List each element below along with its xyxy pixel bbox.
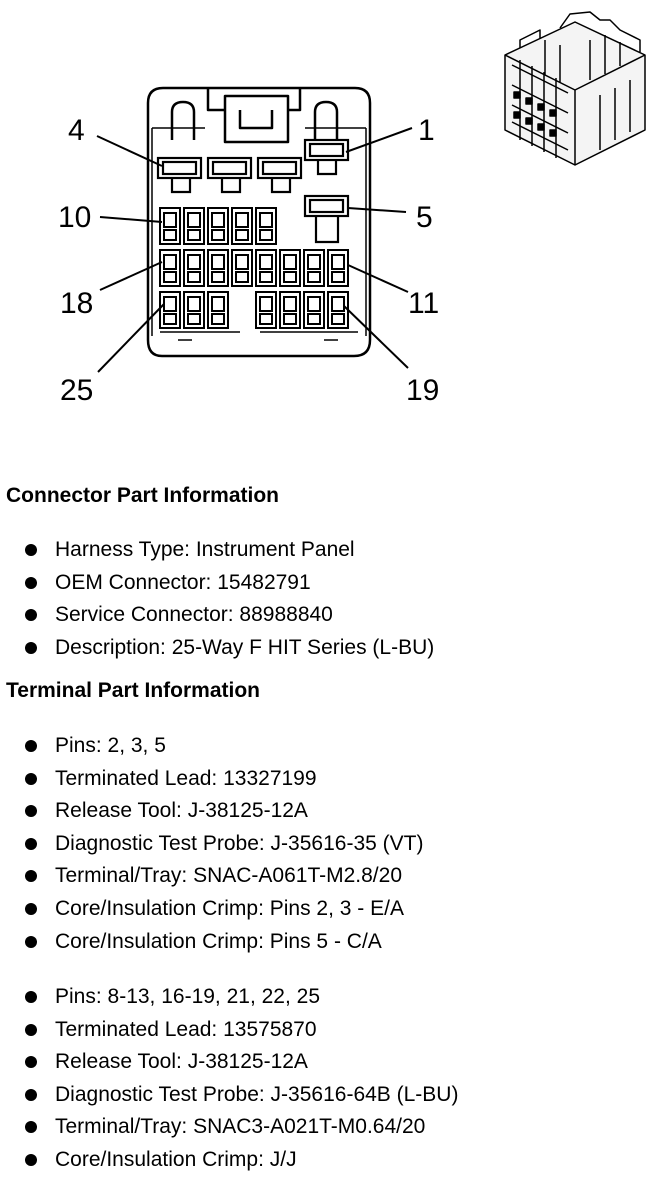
leader-25 [97,303,165,373]
connector-latch [206,88,302,144]
terminal-cavity [207,249,229,287]
pin-label-11: 11 [408,287,439,320]
connector-diagram: 4 1 10 5 18 11 25 19 [58,11,646,407]
list-item: Release Tool: J-38125-12A [0,795,423,828]
left-top-slot [170,100,196,140]
terminal-cavity [303,249,325,287]
pin-label-19: 19 [406,374,439,407]
terminal-cavity [279,249,301,287]
terminal-cavity [327,291,349,329]
connector-body [146,86,372,358]
terminal-cavity [159,291,181,329]
connector-3d-view [504,11,646,166]
right-top-slot [313,100,339,140]
list-item: Terminal/Tray: SNAC3-A021T-M0.64/20 [0,1111,458,1144]
cavity-1 [303,138,350,176]
pin-label-5: 5 [416,201,433,234]
pin-label-18: 18 [60,287,93,320]
cavity-4 [156,156,203,194]
leader-4 [96,135,163,167]
bullet-icon [25,1088,37,1101]
terminal-cavity [183,207,205,245]
terminal-cavity [183,249,205,287]
cavity-5 [303,194,350,244]
terminal-cavity [255,249,277,287]
bullet-icon [25,991,37,1003]
bullet-icon [25,544,37,556]
terminal-cavity [207,207,229,245]
terminal-info-list-1: Pins: 2, 3, 5 Terminated Lead: 13327199 … [0,730,423,958]
bullet-icon [25,1056,37,1069]
list-item: Terminated Lead: 13575870 [0,1014,458,1047]
leader-18 [99,261,163,291]
terminal-cavity [183,291,205,329]
bullet-icon [25,935,37,948]
list-item: Core/Insulation Crimp: Pins 5 - C/A [0,926,423,959]
bullet-icon [25,740,37,752]
bullet-icon [25,1121,37,1134]
list-item: Diagnostic Test Probe: J-35616-64B (L-BU… [0,1079,458,1112]
list-item: OEM Connector: 15482791 [0,567,434,600]
terminal-cavity [159,207,181,245]
list-item: Terminated Lead: 13327199 [0,763,423,796]
leader-1 [345,127,413,153]
leader-5 [347,207,407,213]
connector-inner-outline [151,127,367,336]
terminal-cavity [327,249,349,287]
cavity-2 [256,156,303,194]
cavity-3 [206,156,253,194]
bullet-icon [25,1153,37,1166]
list-item: Service Connector: 88988840 [0,599,434,632]
terminal-cavity [159,249,181,287]
pin-label-10: 10 [58,201,91,234]
leader-10 [99,216,163,223]
bullet-icon [25,641,37,654]
leader-11 [347,264,409,293]
terminal-cavity [231,249,253,287]
bullet-icon [25,576,37,589]
pin-label-1: 1 [418,114,435,147]
bullet-icon [25,1023,37,1036]
terminal-info-list-2: Pins: 8-13, 16-19, 21, 22, 25 Terminated… [0,981,458,1177]
bullet-icon [25,609,37,622]
list-item: Terminal/Tray: SNAC-A061T-M2.8/20 [0,860,423,893]
bullet-icon [25,837,37,850]
terminal-cavity [303,291,325,329]
list-item: Diagnostic Test Probe: J-35616-35 (VT) [0,828,423,861]
terminal-info-title: Terminal Part Information [6,679,260,702]
leader-19 [343,305,409,369]
list-item: Pins: 8-13, 16-19, 21, 22, 25 [0,981,458,1014]
connector-info-list: Harness Type: Instrument Panel OEM Conne… [0,534,434,664]
list-item: Core/Insulation Crimp: J/J [0,1144,458,1177]
list-item: Harness Type: Instrument Panel [0,534,434,567]
terminal-cavity [255,291,277,329]
pin-label-25: 25 [60,374,93,407]
list-item: Description: 25-Way F HIT Series (L-BU) [0,632,434,665]
bullet-icon [25,902,37,915]
connector-bottom-rail [160,331,358,341]
terminal-cavity [279,291,301,329]
list-item: Core/Insulation Crimp: Pins 2, 3 - E/A [0,893,423,926]
bullet-icon [25,772,37,785]
terminal-cavity [255,207,277,245]
list-item: Release Tool: J-38125-12A [0,1046,458,1079]
bullet-icon [25,805,37,818]
bullet-icon [25,870,37,883]
terminal-cavity [207,291,229,329]
connector-info-title: Connector Part Information [6,484,280,507]
pin-label-4: 4 [68,114,85,147]
list-item: Pins: 2, 3, 5 [0,730,423,763]
terminal-cavity [231,207,253,245]
